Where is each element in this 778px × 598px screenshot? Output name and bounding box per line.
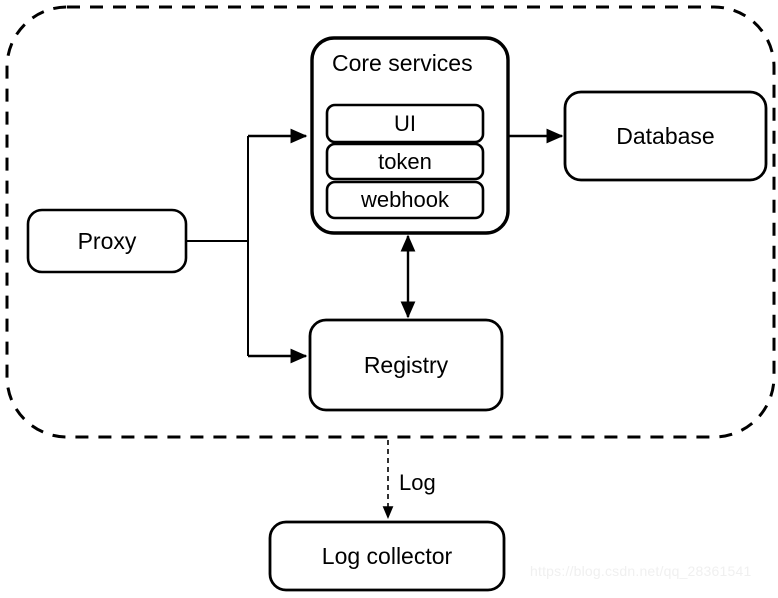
- node-registry[interactable]: [308, 318, 504, 412]
- node-database[interactable]: [563, 90, 768, 182]
- node-log-collector[interactable]: [268, 520, 506, 592]
- node-proxy[interactable]: [26, 208, 188, 274]
- system-boundary: [5, 5, 776, 439]
- node-token[interactable]: [325, 142, 485, 181]
- node-webhook[interactable]: [325, 180, 485, 220]
- node-ui[interactable]: [325, 103, 485, 144]
